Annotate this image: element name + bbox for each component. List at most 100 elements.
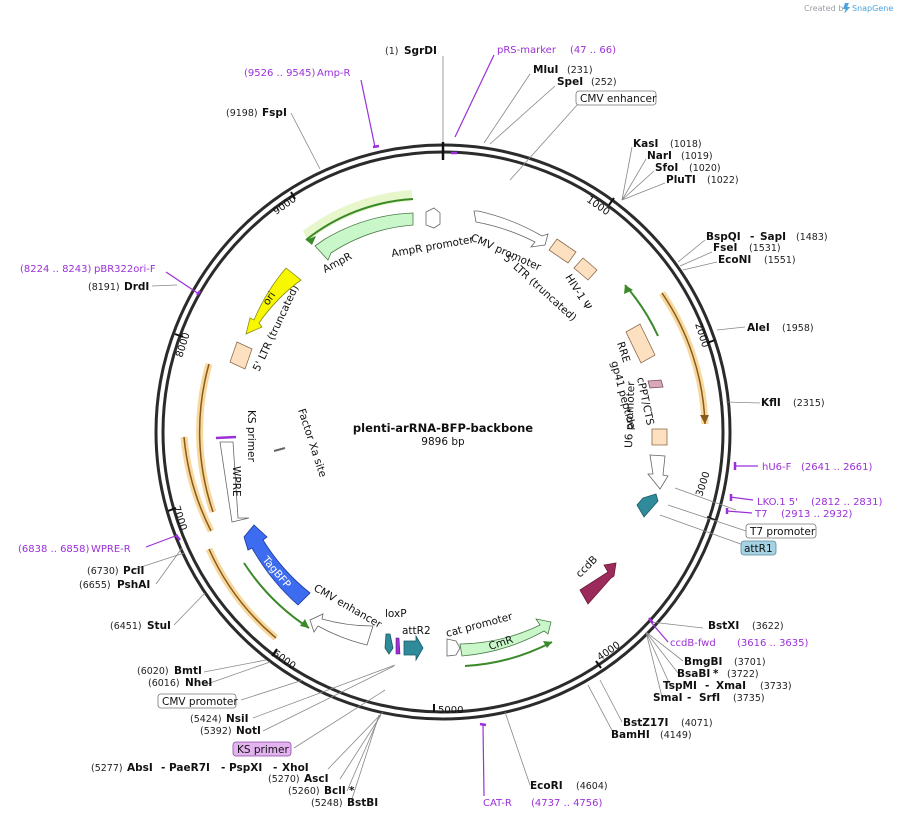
feature-attr2[interactable]: attR2 bbox=[402, 625, 431, 662]
site-absi-xhoi[interactable]: (5277) AbsI - PaeR7I - PspXI - XhoI bbox=[91, 762, 309, 774]
site-kfli[interactable]: KflI (2315) bbox=[761, 397, 825, 409]
site-pcii[interactable]: (6730) PciI bbox=[87, 565, 144, 577]
svg-text:(2315): (2315) bbox=[793, 398, 825, 409]
svg-text:PaeR7I: PaeR7I bbox=[169, 762, 210, 774]
site-bsabi[interactable]: BsaBI * (3722) bbox=[677, 668, 759, 680]
site-drdi[interactable]: (8191) DrdI bbox=[88, 281, 149, 293]
site-nhei[interactable]: (6016) NheI bbox=[148, 677, 212, 689]
svg-text:CmR: CmR bbox=[487, 634, 514, 653]
primer-cat-r[interactable]: CAT-R (4737 .. 4756) bbox=[483, 798, 603, 809]
tick-5000: 5000 bbox=[438, 705, 463, 716]
svg-text:AscI: AscI bbox=[304, 773, 329, 785]
svg-text:(5248): (5248) bbox=[311, 798, 343, 809]
svg-text:*: * bbox=[713, 668, 719, 680]
box-ks-primer[interactable]: KS primer bbox=[232, 741, 292, 757]
svg-text:BmtI: BmtI bbox=[174, 665, 202, 677]
feature-ampr[interactable]: AmpR bbox=[303, 190, 414, 276]
site-kasi[interactable]: KasI (1018) bbox=[633, 138, 702, 150]
box-t7-promoter[interactable]: T7 promoter bbox=[745, 523, 817, 539]
site-bamhi[interactable]: BamHI (4149) bbox=[611, 729, 692, 741]
svg-text:-: - bbox=[273, 762, 277, 774]
box-attr1[interactable]: attR1 bbox=[740, 540, 777, 556]
feature-factor-xa[interactable]: Factor Xa site bbox=[273, 407, 329, 479]
svg-text:ccdB-fwd: ccdB-fwd bbox=[670, 638, 716, 649]
svg-text:ccdB: ccdB bbox=[574, 554, 600, 580]
feature-loxp[interactable]: loxP bbox=[384, 608, 407, 655]
svg-text:(6838 .. 6858): (6838 .. 6858) bbox=[18, 544, 90, 555]
feature-wpre[interactable]: WPRE KS primer bbox=[215, 410, 257, 523]
svg-text:WPRE-R: WPRE-R bbox=[91, 544, 131, 555]
svg-text:(4604): (4604) bbox=[576, 781, 608, 792]
site-fspi[interactable]: (9198) FspI bbox=[226, 107, 287, 119]
feature-ori[interactable]: ori bbox=[245, 267, 302, 335]
svg-text:(3722): (3722) bbox=[727, 669, 759, 680]
svg-text:PciI: PciI bbox=[123, 565, 144, 577]
box-cmv-promoter[interactable]: CMV promoter bbox=[157, 693, 238, 709]
svg-text:(4737 .. 4756): (4737 .. 4756) bbox=[531, 798, 603, 809]
svg-text:KS primer: KS primer bbox=[237, 744, 289, 756]
svg-text:(1483): (1483) bbox=[796, 232, 828, 243]
site-pluti[interactable]: PluTI (1022) bbox=[666, 174, 739, 186]
svg-text:(2913 .. 2932): (2913 .. 2932) bbox=[781, 509, 853, 520]
svg-text:BstXI: BstXI bbox=[708, 620, 739, 632]
site-asci[interactable]: (5270) AscI bbox=[268, 773, 329, 785]
svg-text:(6730): (6730) bbox=[87, 566, 119, 577]
brand-name: SnapGene bbox=[852, 4, 893, 13]
site-mlui[interactable]: MluI (231) bbox=[533, 64, 593, 76]
svg-text:BstZ17I: BstZ17I bbox=[623, 717, 668, 729]
site-sgrdi[interactable]: (1) SgrDI bbox=[385, 45, 437, 57]
site-ecori[interactable]: EcoRI (4604) bbox=[530, 780, 608, 792]
svg-text:NsiI: NsiI bbox=[226, 713, 249, 725]
site-noti[interactable]: (5392) NotI bbox=[200, 725, 261, 737]
svg-text:Amp-R: Amp-R bbox=[317, 68, 351, 79]
svg-text:TspMI: TspMI bbox=[663, 680, 697, 692]
site-pshai[interactable]: (6655) PshAI bbox=[79, 579, 150, 591]
site-stui[interactable]: (6451) StuI bbox=[110, 620, 171, 632]
svg-text:(9526 .. 9545): (9526 .. 9545) bbox=[244, 68, 316, 79]
feature-cmv-enhancer-bottom[interactable]: CMV enhancer bbox=[309, 582, 384, 646]
site-bmgbi[interactable]: BmgBI (3701) bbox=[684, 656, 766, 668]
site-bstz17i[interactable]: BstZ17I (4071) bbox=[623, 717, 713, 729]
svg-text:attR1: attR1 bbox=[744, 543, 773, 555]
primer-amp-r[interactable]: (9526 .. 9545) Amp-R bbox=[244, 68, 351, 79]
svg-text:-: - bbox=[750, 231, 754, 243]
primer-ccdb-fwd[interactable]: ccdB-fwd (3616 .. 3635) bbox=[670, 638, 809, 649]
site-nsii[interactable]: (5424) NsiI bbox=[190, 713, 249, 725]
svg-text:SpeI: SpeI bbox=[557, 76, 583, 88]
svg-text:(231): (231) bbox=[567, 65, 593, 76]
svg-text:AmpR promoter: AmpR promoter bbox=[390, 234, 475, 260]
plasmid-length: 9896 bp bbox=[421, 436, 465, 448]
svg-text:NarI: NarI bbox=[647, 150, 672, 162]
primer-wpre-r[interactable]: (6838 .. 6858) WPRE-R bbox=[18, 544, 131, 555]
site-nari[interactable]: NarI (1019) bbox=[647, 150, 713, 162]
site-fsei[interactable]: FseI (1531) bbox=[713, 242, 781, 254]
svg-text:(8224 .. 8243): (8224 .. 8243) bbox=[20, 264, 92, 275]
site-bspqi-sapi[interactable]: BspQI - SapI (1483) bbox=[706, 231, 828, 243]
site-bstxi[interactable]: BstXI (3622) bbox=[708, 620, 784, 632]
primer-t7[interactable]: T7 (2913 .. 2932) bbox=[754, 509, 853, 520]
feature-rre[interactable]: RRE bbox=[614, 284, 659, 364]
site-spei[interactable]: SpeI (252) bbox=[557, 76, 617, 88]
site-bstbi[interactable]: (5248) BstBI bbox=[311, 797, 378, 809]
svg-text:(2641 .. 2661): (2641 .. 2661) bbox=[801, 462, 873, 473]
primer-prs-marker[interactable]: pRS-marker (47 .. 66) bbox=[497, 45, 616, 56]
site-bmti[interactable]: (6020) BmtI bbox=[137, 665, 202, 677]
site-tspmi-xmai[interactable]: TspMI - XmaI (3733) bbox=[663, 680, 792, 692]
box-cmv-enhancer[interactable]: CMV enhancer bbox=[575, 90, 657, 106]
svg-text:KS primer: KS primer bbox=[245, 410, 257, 462]
svg-text:BstBI: BstBI bbox=[347, 797, 378, 809]
site-econi[interactable]: EcoNI (1551) bbox=[718, 254, 796, 266]
primer-lko1-5[interactable]: LKO.1 5' (2812 .. 2831) bbox=[757, 497, 883, 508]
svg-text:CMV promoter: CMV promoter bbox=[162, 696, 238, 708]
tick-2000: 2000 bbox=[692, 322, 710, 350]
svg-text:PshAI: PshAI bbox=[117, 579, 150, 591]
site-smai-srfi[interactable]: SmaI - SrfI (3735) bbox=[653, 692, 765, 704]
site-alei[interactable]: AleI (1958) bbox=[747, 322, 814, 334]
svg-text:(6451): (6451) bbox=[110, 621, 142, 632]
feature-u6-promoter[interactable]: U6 promoter bbox=[623, 381, 669, 518]
site-bcli[interactable]: (5260) BclI * bbox=[288, 785, 355, 797]
feature-ccdb[interactable]: ccdB bbox=[574, 554, 617, 605]
site-sfoi[interactable]: SfoI (1020) bbox=[655, 162, 721, 174]
primer-hu6-f[interactable]: hU6-F (2641 .. 2661) bbox=[762, 462, 873, 473]
primer-pbr322ori-f[interactable]: (8224 .. 8243) pBR322ori-F bbox=[20, 264, 156, 275]
